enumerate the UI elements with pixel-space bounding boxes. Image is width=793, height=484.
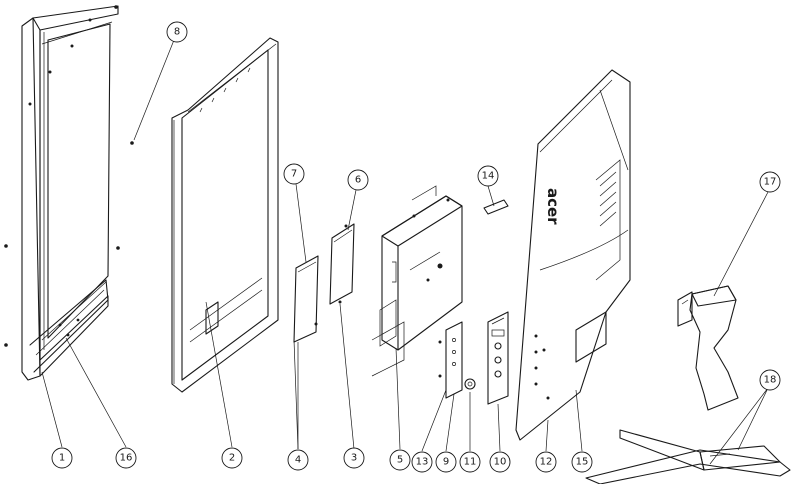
- callout-13: 13: [412, 452, 432, 472]
- callout-number: 11: [464, 457, 477, 468]
- callout-18: 18: [760, 370, 780, 390]
- callout-17: 17: [760, 172, 780, 192]
- lcd-panel-part: [172, 38, 278, 392]
- leader-lines: [42, 40, 768, 464]
- callout-11: 11: [460, 452, 480, 472]
- callout-1: 1: [52, 448, 72, 468]
- board-part: [330, 224, 354, 304]
- small-board-part: [294, 256, 318, 342]
- stand-neck-part: [678, 286, 738, 410]
- callout-number: 14: [482, 171, 495, 182]
- callout-number: 17: [764, 177, 777, 188]
- button-board-part: [439, 322, 476, 398]
- callout-6: 6: [348, 170, 368, 190]
- callout-number: 13: [416, 457, 429, 468]
- callout-number: 9: [443, 457, 449, 468]
- callout-10: 10: [490, 452, 510, 472]
- front-bezel-part: [4, 5, 134, 380]
- callout-9: 9: [436, 452, 456, 472]
- stand-base-part: [586, 430, 790, 484]
- callout-number: 1: [59, 453, 65, 464]
- callout-15: 15: [572, 452, 592, 472]
- rear-cover-part: acer: [516, 70, 630, 440]
- small-bracket-part: [484, 200, 508, 214]
- callout-3: 3: [344, 448, 364, 468]
- callout-number: 4: [295, 455, 301, 466]
- callout-number: 3: [351, 453, 357, 464]
- callout-number: 5: [397, 455, 403, 466]
- callout-number: 8: [174, 27, 180, 38]
- callout-4: 4: [288, 450, 308, 470]
- callout-16: 16: [116, 448, 136, 468]
- callout-5: 5: [390, 450, 410, 470]
- callout-14: 14: [478, 166, 498, 186]
- callout-number: 10: [494, 457, 507, 468]
- callout-7: 7: [284, 164, 304, 184]
- shield-box-part: [372, 186, 462, 376]
- callout-number: 6: [355, 175, 361, 186]
- callout-2: 2: [222, 448, 242, 468]
- callout-number: 2: [229, 453, 235, 464]
- callout-number: 16: [120, 453, 133, 464]
- callout-number: 7: [291, 169, 297, 180]
- callout-12: 12: [536, 452, 556, 472]
- rear-cover-logo: acer: [544, 188, 562, 225]
- callout-8: 8: [167, 22, 187, 42]
- callout-number: 18: [764, 375, 777, 386]
- io-bracket-part: [488, 312, 508, 404]
- callout-number: 15: [576, 457, 589, 468]
- callout-number: 12: [540, 457, 553, 468]
